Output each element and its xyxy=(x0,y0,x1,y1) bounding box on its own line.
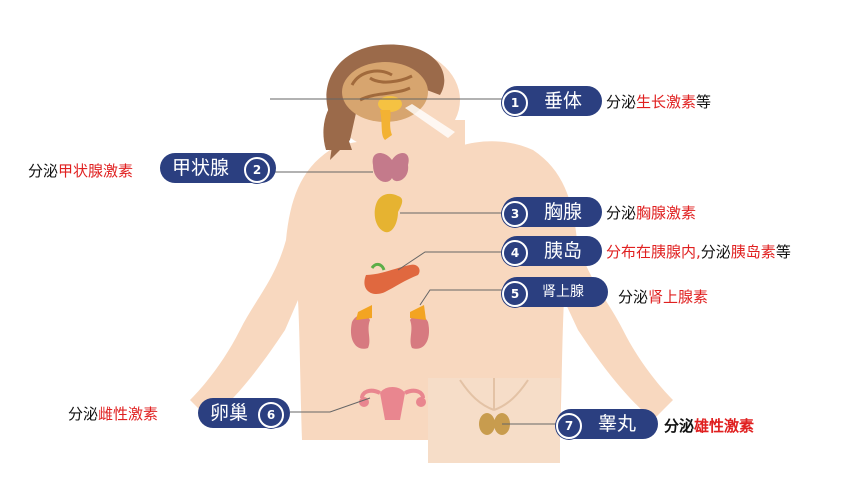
islets-description: 分布在胰腺内,分泌胰岛素等 xyxy=(606,243,791,261)
label-thymus: 3 胸腺 xyxy=(502,197,602,227)
pancreas-icon xyxy=(364,262,420,295)
label-thyroid: 甲状腺 2 xyxy=(160,153,276,183)
ovary-description: 分泌雌性激素 xyxy=(68,405,159,423)
thyroid-icon xyxy=(372,153,409,182)
kidney-icon xyxy=(350,305,430,349)
thyroid-description: 分泌甲状腺激素 xyxy=(28,162,134,180)
pituitary-description: 分泌生长激素等 xyxy=(606,93,712,111)
adrenal-description: 分泌肾上腺素 xyxy=(618,288,709,306)
gland-name: 卵巢 xyxy=(210,402,249,424)
number-badge: 7 xyxy=(556,413,582,439)
gland-name: 垂体 xyxy=(544,90,583,112)
gland-name: 睾丸 xyxy=(598,413,637,435)
number-badge: 6 xyxy=(258,402,284,428)
number-badge: 3 xyxy=(502,201,528,227)
thymus-icon xyxy=(374,193,403,233)
number-badge: 5 xyxy=(502,281,528,307)
number-badge: 4 xyxy=(502,240,528,266)
testis-description: 分泌雄性激素 xyxy=(664,417,755,435)
gland-name: 甲状腺 xyxy=(172,157,230,179)
label-ovary: 卵巢 6 xyxy=(198,398,290,428)
label-testis: 7 睾丸 xyxy=(556,409,658,439)
gland-name: 肾上腺 xyxy=(542,284,584,300)
ovary-uterus-icon xyxy=(359,387,426,420)
label-pituitary: 1 垂体 xyxy=(502,86,602,116)
gland-name: 胰岛 xyxy=(544,240,583,262)
gland-name: 胸腺 xyxy=(544,201,583,223)
brain-icon xyxy=(342,62,428,122)
label-adrenal: 5 肾上腺 xyxy=(502,277,608,307)
number-badge: 1 xyxy=(502,90,528,116)
leader-lines xyxy=(270,98,560,425)
thymus-description: 分泌胸腺激素 xyxy=(606,204,697,222)
label-islets: 4 胰岛 xyxy=(502,236,602,266)
number-badge: 2 xyxy=(244,157,270,183)
pituitary-stalk xyxy=(380,110,392,140)
